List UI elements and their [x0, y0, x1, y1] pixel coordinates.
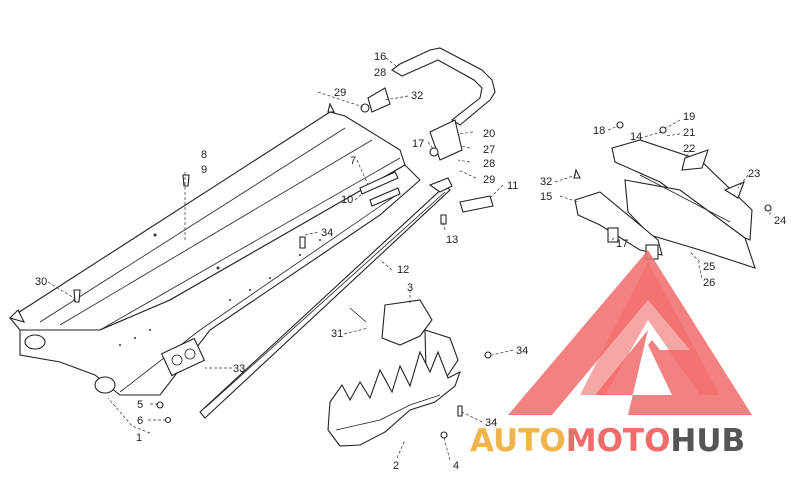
label-29: 29: [334, 87, 346, 99]
callout-labels: 1 2 3 4 5 6 7 8 9 10 11 12 13 14 15 16 1…: [35, 51, 786, 472]
label-20: 20: [483, 128, 495, 140]
label-21: 21: [683, 127, 695, 139]
tunnel-assembly: [8, 111, 421, 396]
label-28: 28: [374, 67, 386, 79]
label-26: 26: [703, 277, 715, 289]
label-33: 33: [233, 363, 245, 375]
label-5: 5: [137, 399, 143, 411]
rear-bumper: [391, 47, 496, 126]
label-12: 12: [397, 264, 409, 276]
label-4: 4: [453, 460, 459, 472]
label-10: 10: [341, 194, 353, 206]
label-32: 32: [411, 90, 423, 102]
label-25: 25: [703, 261, 715, 273]
side-rail: [199, 177, 453, 419]
label-8: 8: [201, 149, 207, 161]
watermark-moto: MOTO: [566, 423, 671, 459]
snowflap-assembly: [459, 139, 756, 269]
label-15: 15: [540, 191, 552, 203]
label-11: 11: [507, 180, 518, 192]
label-34: 34: [321, 227, 333, 239]
label-9: 9: [201, 164, 207, 176]
label-7: 7: [350, 155, 356, 167]
label-27: 27: [483, 144, 495, 156]
label-29-b: 29: [483, 174, 495, 186]
watermark-text: AUTOMOTOHUB: [470, 423, 745, 459]
label-2: 2: [393, 460, 399, 472]
label-31: 31: [331, 328, 343, 340]
label-19: 19: [683, 111, 695, 123]
label-14: 14: [630, 131, 642, 143]
label-13: 13: [446, 234, 458, 246]
leader-lines: [47, 57, 771, 461]
fasteners: [73, 102, 772, 439]
label-17-b: 17: [616, 238, 628, 250]
label-22: 22: [683, 143, 695, 155]
label-18: 18: [593, 125, 605, 137]
label-17: 17: [412, 138, 424, 150]
watermark-logo: [508, 250, 752, 415]
label-16: 16: [374, 51, 386, 63]
label-34-b: 34: [516, 345, 528, 357]
label-28-b: 28: [483, 158, 495, 170]
label-3: 3: [407, 282, 413, 294]
bumper-bracket: [367, 87, 391, 113]
label-24: 24: [774, 215, 786, 227]
label-32-b: 32: [540, 176, 552, 188]
skid-frame: [327, 350, 461, 447]
label-30: 30: [35, 276, 47, 288]
label-6: 6: [137, 415, 143, 427]
label-23: 23: [748, 168, 760, 180]
watermark-auto: AUTO: [470, 423, 566, 459]
watermark-hub: HUB: [670, 423, 745, 459]
label-34-c: 34: [485, 417, 497, 429]
label-1: 1: [136, 432, 142, 444]
